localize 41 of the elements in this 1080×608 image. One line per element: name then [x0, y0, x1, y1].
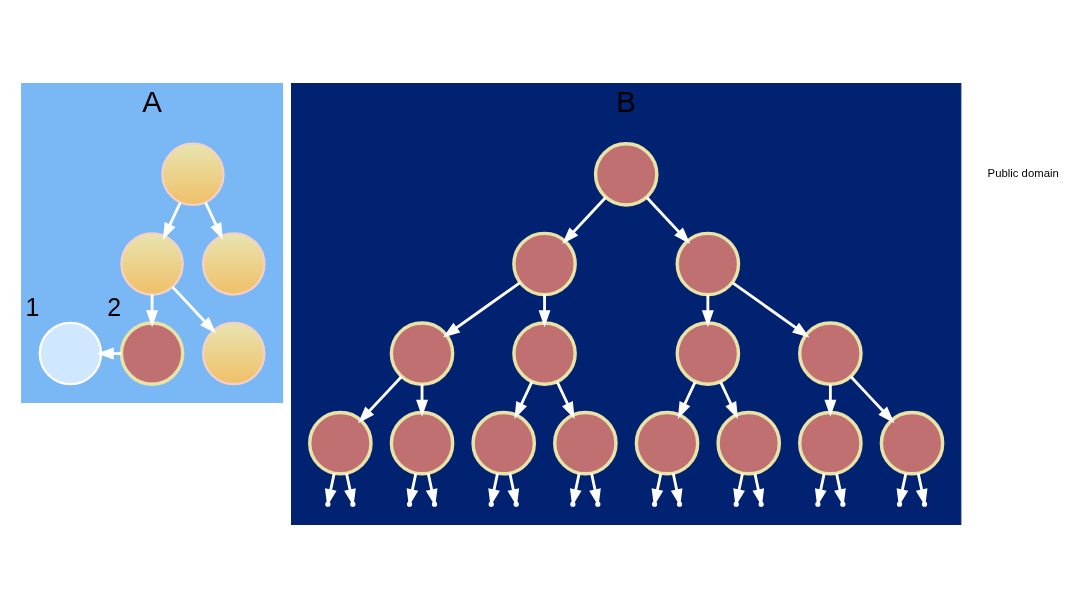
- node-circle: [161, 142, 225, 207]
- label: Public domain: [987, 167, 1059, 180]
- node-circle: [512, 231, 577, 297]
- arrow: [171, 286, 217, 334]
- node-label: 2: [107, 292, 122, 321]
- arrow: [645, 196, 691, 244]
- node-circle: [593, 142, 659, 207]
- arrow: [701, 294, 714, 328]
- node-circle: [634, 410, 700, 476]
- node-circle: [202, 232, 266, 296]
- arrow: [824, 384, 837, 417]
- arrow: [719, 381, 738, 420]
- node-circle: [879, 410, 945, 476]
- cluster: B: [291, 83, 962, 525]
- arrow: [731, 281, 810, 338]
- node-circle: [675, 321, 741, 386]
- node-circle: [389, 410, 455, 476]
- node-circle: [202, 321, 266, 386]
- arrow: [849, 375, 895, 424]
- arrow: [538, 294, 551, 328]
- node-circle: [308, 410, 373, 476]
- arrow: [555, 381, 575, 420]
- arrow: [677, 381, 697, 420]
- arrow: [162, 202, 182, 240]
- node-circle: [389, 321, 455, 386]
- arrow: [443, 281, 521, 338]
- node-circle: [798, 410, 863, 476]
- arrow: [514, 381, 534, 420]
- node-circle: [675, 231, 741, 297]
- arrow: [358, 375, 403, 424]
- node-circle: [716, 410, 782, 476]
- arrow: [562, 196, 607, 244]
- arrow: [204, 202, 224, 240]
- node-circle: [119, 321, 185, 386]
- node-circle: [471, 410, 537, 476]
- node-circle: [512, 321, 577, 386]
- node-label: 1: [25, 292, 40, 321]
- node-circle: [798, 321, 863, 386]
- node-circle: [38, 321, 103, 386]
- node-circle: [553, 410, 618, 476]
- node-circle: [120, 232, 184, 296]
